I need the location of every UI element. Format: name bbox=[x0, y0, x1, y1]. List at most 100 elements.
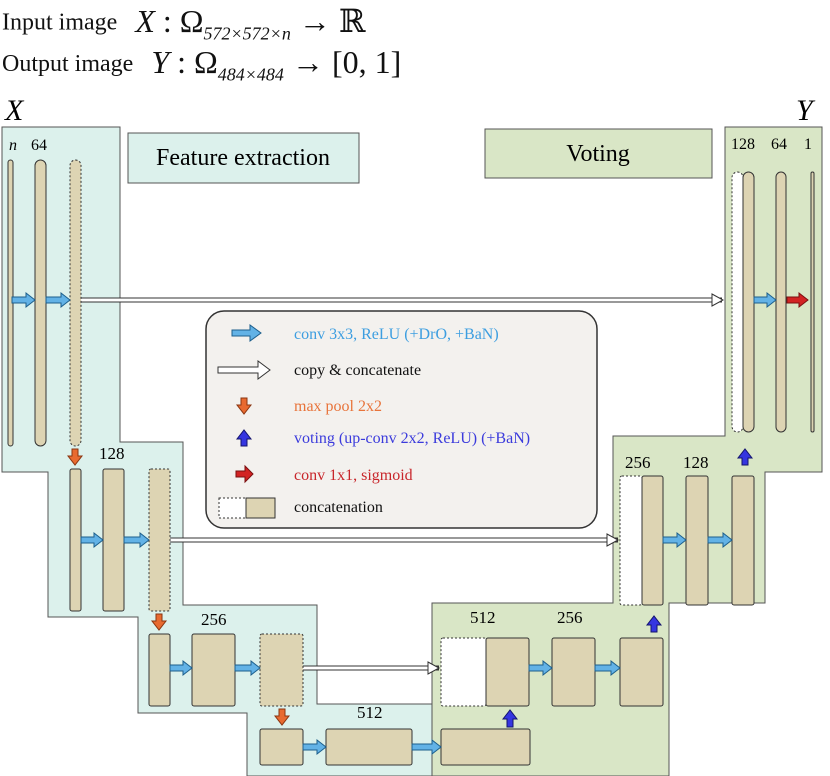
output-domain-sub: 484×484 bbox=[217, 64, 284, 85]
label-dec3-256: 256 bbox=[557, 608, 583, 627]
output-spec: Output image Y : Ω484×484 → [0, 1] bbox=[2, 44, 401, 85]
dec1-concat-copy-block bbox=[731, 171, 744, 433]
upconv-arrow bbox=[736, 448, 754, 466]
legend-final-icon bbox=[235, 464, 254, 484]
input-label: Input image bbox=[2, 9, 118, 36]
decoder-region bbox=[431, 126, 823, 776]
label-dec1-128: 128 bbox=[731, 136, 755, 153]
conv-arrows bbox=[11, 291, 777, 756]
dec3-concat-copy-block bbox=[440, 637, 487, 707]
output-var: Y bbox=[151, 44, 170, 80]
conv-arrow bbox=[80, 531, 104, 549]
dec2-concat-copy-block bbox=[619, 475, 643, 606]
conv-arrow bbox=[234, 659, 261, 677]
enc2-conv2-block bbox=[148, 468, 171, 612]
input-spec: Input image X : Ω572×572×n → ℝ bbox=[2, 2, 365, 44]
skip-connection-3-head bbox=[427, 661, 441, 675]
dec3-conv1-block bbox=[551, 637, 596, 707]
legend-upconv-label: voting (up-conv 2x2, ReLU) (+BaN) bbox=[294, 430, 530, 447]
legend-concat-copy-icon bbox=[218, 497, 247, 519]
legend-copy-icon bbox=[217, 360, 271, 380]
conv-arrow bbox=[302, 738, 327, 756]
output-domain-base: Ω bbox=[194, 44, 218, 80]
legend-conv-label: conv 3x3, ReLU (+DrO, +BaN) bbox=[294, 326, 499, 343]
label-enc1-n: n bbox=[9, 137, 17, 154]
output-formula: Y : Ω484×484 → [0, 1] bbox=[151, 44, 402, 85]
legend-final-label: conv 1x1, sigmoid bbox=[294, 467, 413, 484]
dec3-conv2-block bbox=[619, 637, 664, 707]
conv-arrow bbox=[169, 659, 193, 677]
encoder-region bbox=[1, 126, 433, 776]
legend-conv-icon bbox=[231, 324, 262, 342]
conv-arrow bbox=[45, 291, 71, 309]
conv-arrow bbox=[528, 659, 553, 677]
upconv-arrow bbox=[645, 615, 663, 633]
input-codomain: ℝ bbox=[338, 3, 366, 39]
voting-box bbox=[484, 128, 713, 179]
dec1-upconv-block bbox=[742, 171, 755, 433]
input-arrow: → bbox=[298, 3, 331, 39]
voting-label: Voting bbox=[566, 141, 630, 167]
label-enc3-256: 256 bbox=[201, 610, 227, 629]
skip-connection-1-head bbox=[711, 293, 725, 307]
feature-extraction-box bbox=[127, 132, 360, 184]
legend-pool-icon bbox=[235, 397, 253, 415]
input-var: X bbox=[135, 3, 155, 39]
conv-arrow bbox=[594, 659, 621, 677]
label-dec2-128: 128 bbox=[683, 453, 709, 472]
dec1-output-block bbox=[810, 171, 815, 433]
enc3-conv2-block bbox=[259, 633, 304, 707]
output-symbol: Y bbox=[796, 94, 816, 127]
legend-concat-block-icon bbox=[245, 497, 276, 519]
dec2-conv2-block bbox=[731, 475, 755, 606]
pool-arrows bbox=[66, 448, 291, 726]
enc1-conv2-block bbox=[69, 159, 82, 447]
label-dec1-64: 64 bbox=[771, 136, 787, 153]
conv-arrow bbox=[753, 291, 777, 309]
final-conv-arrow bbox=[786, 291, 809, 309]
bottleneck-conv1-block bbox=[325, 728, 413, 766]
output-label: Output image bbox=[2, 51, 134, 78]
dec2-upconv-block bbox=[641, 475, 664, 606]
conv-arrow bbox=[411, 738, 442, 756]
input-formula: X : Ω572×572×n → ℝ bbox=[135, 3, 366, 44]
label-enc2-128: 128 bbox=[99, 444, 125, 463]
legend-concat-label: concatenation bbox=[294, 499, 383, 516]
enc1-conv1-block bbox=[34, 159, 47, 447]
pool-arrow bbox=[273, 708, 291, 726]
output-arrow: → bbox=[291, 44, 324, 80]
input-domain-sub: 572×572×n bbox=[203, 23, 291, 44]
conv-arrow bbox=[123, 531, 150, 549]
output-codomain: [0, 1] bbox=[331, 44, 402, 80]
enc2-conv1-block bbox=[102, 468, 125, 612]
enc2-pooled-block bbox=[69, 468, 82, 612]
bottleneck-conv2-block bbox=[440, 728, 531, 766]
dec3-upconv-block bbox=[485, 637, 530, 707]
input-domain-base: Ω bbox=[179, 3, 204, 39]
feature-extraction-label: Feature extraction bbox=[156, 145, 330, 171]
label-dec1-1: 1 bbox=[804, 136, 812, 153]
label-dec2-256: 256 bbox=[625, 453, 651, 472]
legend-box bbox=[205, 310, 598, 529]
enc3-conv1-block bbox=[191, 633, 236, 707]
label-dec3-512: 512 bbox=[470, 608, 496, 627]
skip-connection-2-head bbox=[606, 533, 620, 547]
upconv-arrow bbox=[501, 709, 519, 728]
legend-pool-label: max pool 2x2 bbox=[294, 398, 382, 415]
label-bottleneck-512: 512 bbox=[357, 703, 383, 722]
bottleneck-pooled-block bbox=[259, 728, 304, 766]
dec2-conv1-block bbox=[685, 475, 709, 606]
label-enc1-64: 64 bbox=[31, 137, 47, 154]
input-symbol: X bbox=[4, 94, 25, 127]
dec1-conv-block bbox=[775, 171, 787, 433]
enc3-pooled-block bbox=[148, 633, 171, 707]
conv-arrow bbox=[707, 531, 733, 549]
pool-arrow bbox=[66, 448, 84, 466]
conv-arrow bbox=[662, 531, 687, 549]
conv-arrow bbox=[11, 291, 36, 309]
legend-copy-label: copy & concatenate bbox=[294, 362, 421, 379]
upconv-arrows bbox=[501, 448, 754, 728]
legend-upconv-icon bbox=[235, 429, 253, 447]
pool-arrow bbox=[150, 613, 168, 631]
